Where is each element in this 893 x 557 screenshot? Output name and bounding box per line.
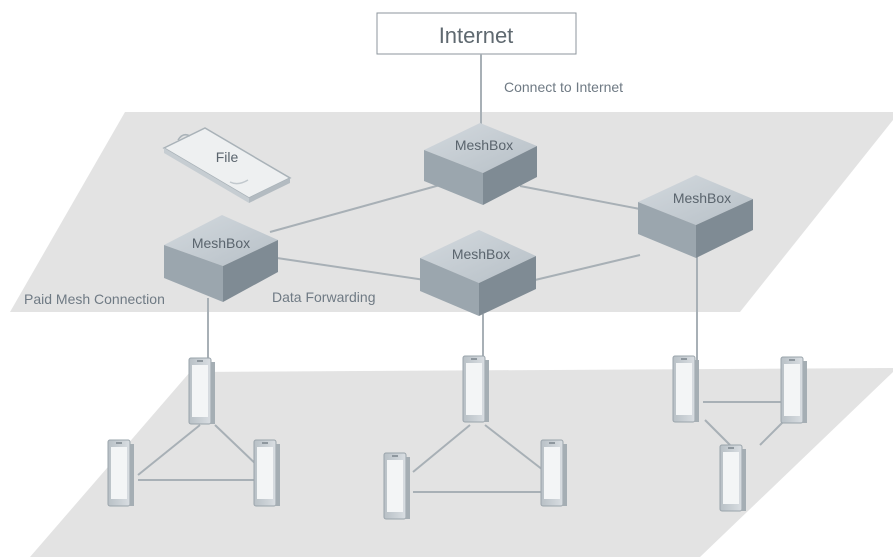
meshbox-left: MeshBox bbox=[164, 215, 278, 302]
paid-mesh-connection-label: Paid Mesh Connection bbox=[24, 291, 165, 307]
internet-label: Internet bbox=[439, 23, 514, 48]
phone-icon bbox=[540, 439, 568, 507]
phone-icon bbox=[188, 357, 216, 425]
file-icon: File bbox=[162, 127, 292, 203]
phone-icon bbox=[107, 439, 135, 507]
phone-icon bbox=[780, 356, 808, 424]
lower-plane bbox=[30, 368, 893, 557]
file-label: File bbox=[216, 149, 239, 165]
phone-icon bbox=[383, 452, 411, 520]
phone-icon bbox=[719, 444, 747, 512]
meshbox-right: MeshBox bbox=[638, 175, 753, 258]
meshbox-label: MeshBox bbox=[455, 137, 513, 153]
meshbox-center: MeshBox bbox=[420, 230, 536, 316]
phone-icon bbox=[253, 439, 281, 507]
uplink-lines bbox=[207, 255, 698, 362]
phone-icon bbox=[672, 355, 700, 423]
phone-links bbox=[137, 401, 786, 493]
data-forwarding-label: Data Forwarding bbox=[272, 289, 376, 305]
phone-icon bbox=[462, 355, 490, 423]
connect-to-internet-label: Connect to Internet bbox=[504, 79, 623, 95]
mesh-links bbox=[269, 184, 646, 281]
meshbox-label: MeshBox bbox=[673, 190, 731, 206]
meshbox-top: MeshBox bbox=[424, 123, 537, 205]
meshbox-label: MeshBox bbox=[192, 235, 250, 251]
meshbox-label: MeshBox bbox=[452, 246, 510, 262]
internet-box bbox=[376, 12, 577, 55]
